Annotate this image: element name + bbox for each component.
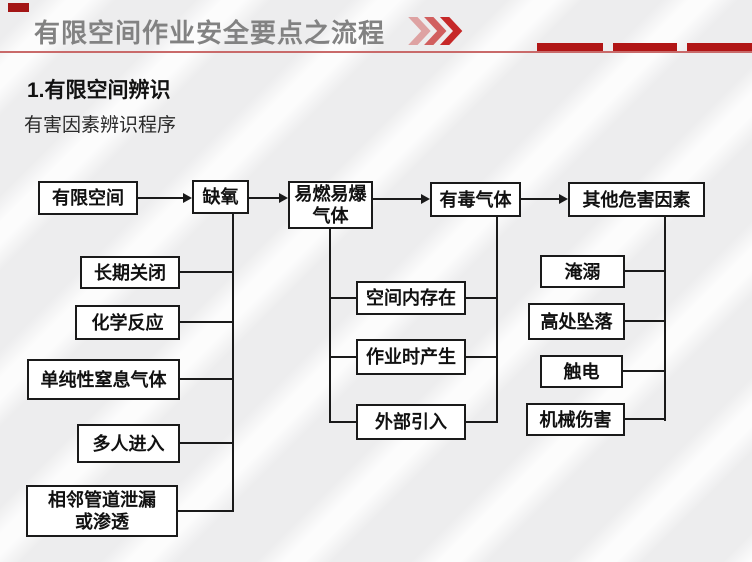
connector-line	[331, 356, 356, 358]
node-mechanical-injury: 机械伤害	[526, 403, 625, 436]
connector-line	[232, 214, 234, 512]
connector-line	[180, 271, 233, 273]
node-long-term-closed: 长期关闭	[80, 256, 180, 289]
connector-line	[331, 421, 356, 423]
node-label: 淹溺	[564, 261, 601, 282]
connector-line	[466, 297, 496, 299]
node-multiple-entrants: 多人进入	[77, 424, 180, 463]
header-accent-bar	[537, 43, 603, 51]
node-label: 外部引入	[375, 412, 447, 432]
node-oxygen-deficiency: 缺氧	[192, 180, 249, 214]
connector-line	[664, 217, 666, 421]
node-label: 长期关闭	[94, 262, 166, 283]
node-generated-during-work: 作业时产生	[356, 339, 466, 375]
connector-line	[180, 442, 233, 444]
connector-line	[521, 198, 559, 200]
connector-line	[625, 418, 664, 420]
arrowhead-icon	[279, 193, 288, 203]
node-label: 相邻管道泄漏或渗透	[48, 490, 156, 532]
connector-line	[625, 270, 664, 272]
header-accent-bar	[687, 43, 752, 51]
node-label: 有限空间	[52, 188, 124, 208]
arrowhead-icon	[183, 193, 192, 203]
node-limited-space: 有限空间	[38, 181, 138, 215]
connector-line	[623, 370, 664, 372]
node-label: 化学反应	[91, 312, 164, 333]
node-label: 易燃易爆气体	[294, 184, 367, 226]
node-label: 高处坠落	[540, 311, 613, 332]
connector-line	[331, 297, 356, 299]
node-chemical-reaction: 化学反应	[75, 305, 180, 340]
connector-line	[625, 320, 664, 322]
connector-line	[178, 510, 233, 512]
node-label: 缺氧	[202, 187, 239, 207]
node-drowning: 淹溺	[540, 255, 625, 288]
arrowhead-icon	[559, 194, 568, 204]
node-flammable-explosive-gas: 易燃易爆气体	[288, 181, 373, 229]
node-existing-in-space: 空间内存在	[356, 281, 466, 315]
node-toxic-gas: 有毒气体	[430, 182, 521, 217]
connector-line	[373, 198, 421, 200]
node-label: 机械伤害	[539, 409, 612, 430]
connector-line	[180, 378, 233, 380]
section-heading: 1.有限空间辨识	[27, 79, 171, 102]
node-label: 单纯性窒息气体	[40, 369, 167, 390]
node-simple-asphyxiant-gas: 单纯性窒息气体	[27, 359, 180, 400]
section-subtitle: 有害因素辨识程序	[24, 115, 177, 136]
header-accent-bar	[613, 43, 677, 51]
node-other-hazard-factors: 其他危害因素	[568, 182, 705, 217]
node-label: 空间内存在	[366, 288, 456, 308]
connector-line	[466, 421, 496, 423]
connector-line	[466, 356, 496, 358]
corner-accent-bar	[8, 3, 29, 12]
node-label: 作业时产生	[366, 347, 456, 367]
node-fall-from-height: 高处坠落	[528, 303, 625, 340]
node-label: 多人进入	[92, 433, 165, 454]
connector-line	[249, 197, 279, 199]
connector-line	[138, 197, 183, 199]
triple-chevron-icon	[408, 17, 463, 45]
node-adjacent-pipeline-leak: 相邻管道泄漏或渗透	[26, 485, 178, 537]
connector-line	[180, 321, 233, 323]
node-label: 有毒气体	[439, 189, 512, 210]
node-electric-shock: 触电	[540, 355, 623, 388]
arrowhead-icon	[421, 194, 430, 204]
slide-title: 有限空间作业安全要点之流程	[34, 18, 386, 48]
node-label: 其他危害因素	[582, 189, 691, 210]
node-label: 触电	[563, 361, 600, 382]
node-external-introduction: 外部引入	[356, 404, 466, 440]
header-divider-line	[0, 51, 752, 53]
connector-line	[329, 229, 331, 423]
connector-line	[496, 217, 498, 423]
